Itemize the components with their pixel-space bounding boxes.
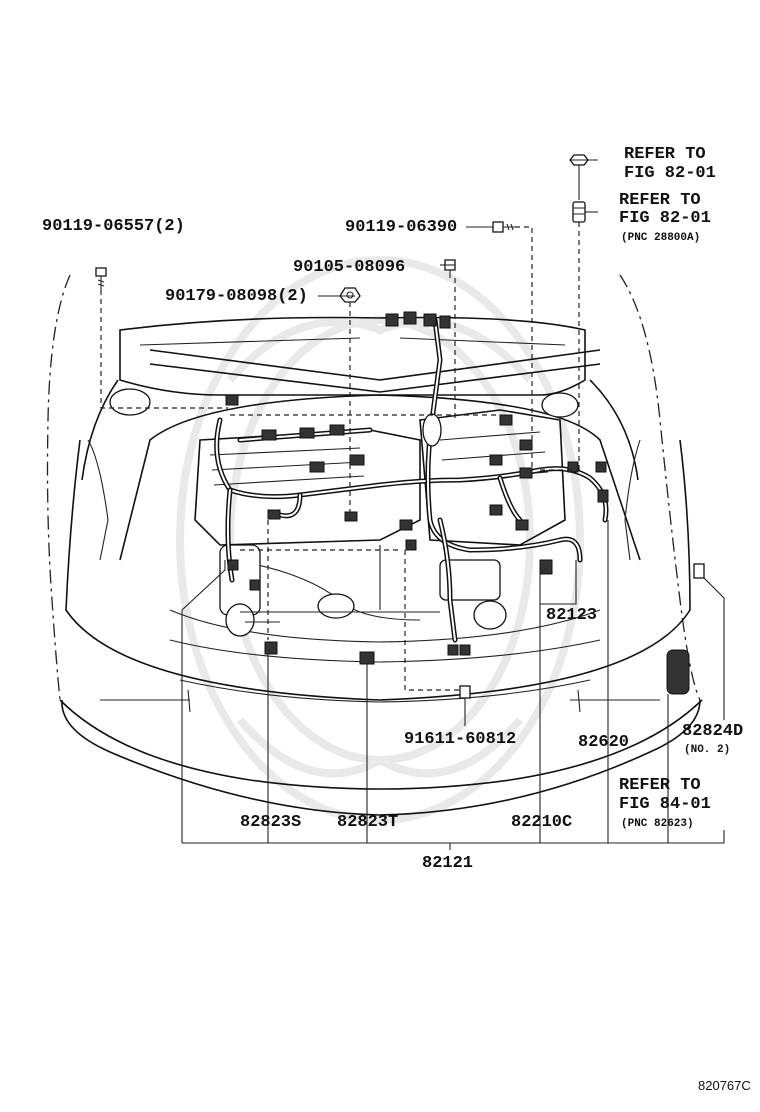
reference-note: REFER TO <box>624 145 706 164</box>
clamp-icon <box>693 563 705 579</box>
part-label: 82210C <box>511 813 572 832</box>
part-label: 90119-06557(2) <box>42 217 185 236</box>
reference-note: FIG 82-01 <box>624 164 716 183</box>
labels: 90119-06557(2) 90119-06390 90105-08096 9… <box>42 145 751 1093</box>
relay-block-icon <box>666 649 690 695</box>
reference-note: (PNC 28800A) <box>621 232 700 244</box>
bolt-icon <box>95 267 107 290</box>
vehicle-body <box>46 274 703 816</box>
clamp-icon <box>539 559 553 575</box>
fasteners <box>95 154 705 699</box>
reference-note: REFER TO <box>619 191 701 210</box>
part-note: (NO. 2) <box>684 744 730 756</box>
reference-note: (PNC 82623) <box>621 818 694 830</box>
part-label: 90105-08096 <box>293 258 405 277</box>
part-label: 91611-60812 <box>404 730 516 749</box>
engine <box>194 409 566 637</box>
clamp-icon <box>359 651 375 665</box>
part-label: 82123 <box>546 606 597 625</box>
part-label: 82823S <box>240 813 301 832</box>
sensor-icon <box>572 201 586 223</box>
connectors <box>225 311 609 656</box>
clamp-icon <box>264 641 278 655</box>
part-label: 82823T <box>337 813 398 832</box>
part-label: 82824D <box>682 722 743 741</box>
part-label: 82620 <box>578 733 629 752</box>
wire-harness <box>214 317 609 643</box>
nut-icon <box>569 154 589 200</box>
part-label: 90179-08098(2) <box>165 287 308 306</box>
part-label: 82121 <box>422 854 473 873</box>
reference-note: REFER TO <box>619 776 701 795</box>
reference-note: FIG 82-01 <box>619 209 711 228</box>
illustration-id: 820767C <box>698 1078 751 1093</box>
nut-icon <box>339 287 361 303</box>
part-label: 90119-06390 <box>345 218 457 237</box>
bolt-icon <box>492 221 515 233</box>
reference-note: FIG 84-01 <box>619 795 711 814</box>
clamp-icon <box>459 685 471 699</box>
leader-lines <box>100 159 725 850</box>
